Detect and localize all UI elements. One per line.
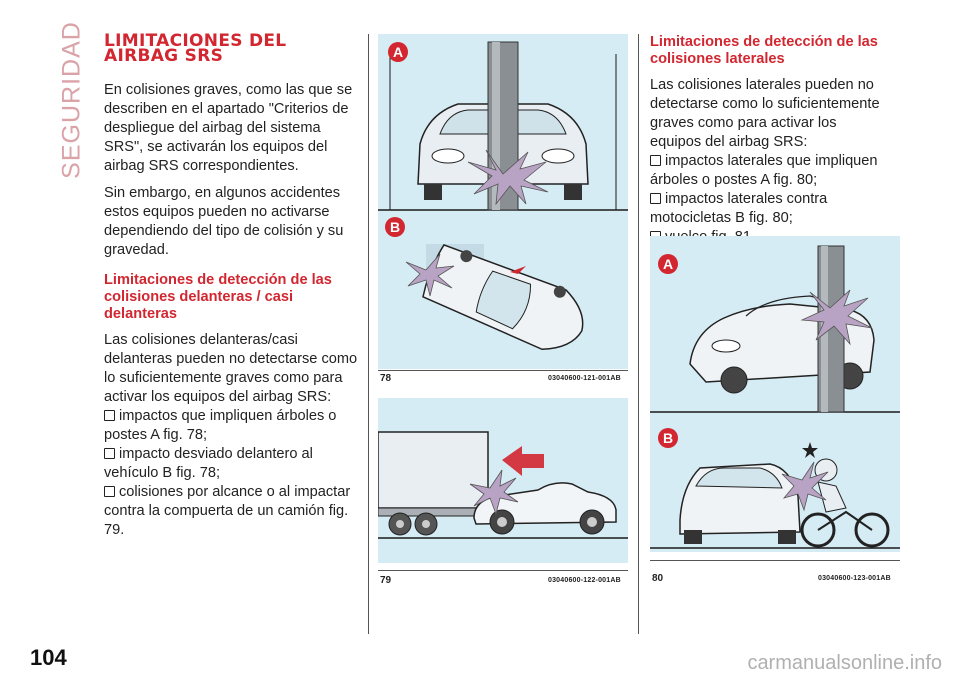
list-item: impactos laterales que impliquen árboles… [650,152,890,190]
fig80-drawing: A B [650,245,900,549]
column-front-limitations: LIMITACIONES DEL AIRBAG SRS En colisione… [104,31,360,540]
fig78-drawing: A B [378,41,628,351]
checkbox-bullet-icon [104,486,115,497]
list-item: impactos laterales contra motocicletas B… [650,190,890,228]
figure-code: 03040600-122-001AB [548,577,621,584]
figure-number: 80 [652,573,664,584]
figure-rule [378,570,628,571]
list-item-text: impactos laterales contra motocicletas B… [650,191,828,226]
side-detection-paragraph: Las colisiones laterales pueden no detec… [650,77,880,150]
section-tab-label: SEGURIDAD [52,21,92,179]
watermark: carmanualsonline.info [747,652,942,674]
figure-rule [378,370,628,371]
list-item-text: impactos que impliquen árboles o postes … [104,408,337,443]
figure-78-illustration: A B [378,34,628,369]
section-tab-text: SEGURIDAD [57,21,86,179]
column-divider [638,34,639,634]
figure-code: 03040600-121-001AB [548,375,621,382]
panel-label-b: B [390,219,400,235]
checkbox-bullet-icon [650,155,661,166]
front-detection-paragraph: Las colisiones delanteras/casi delantera… [104,332,358,405]
section-title: LIMITACIONES DEL AIRBAG SRS [104,31,287,66]
list-item: colisiones por alcance o al impactar con… [104,483,360,540]
exception-paragraph: Sin embargo, en algunos accidentes estos… [104,185,344,258]
checkbox-bullet-icon [650,193,661,204]
figure-code: 03040600-123-001AB [818,575,891,582]
fig79-drawing [378,431,628,539]
checkbox-bullet-icon [104,410,115,421]
figure-79-illustration [378,398,628,563]
list-item-text: colisiones por alcance o al impactar con… [104,484,351,538]
panel-label-b: B [663,430,673,446]
side-detection-heading: Limitaciones de detección de las colisio… [650,34,878,67]
figure-80-illustration: A B [650,236,900,552]
figure-number: 78 [380,373,392,384]
checkbox-bullet-icon [104,448,115,459]
list-item: impactos que impliquen árboles o postes … [104,407,360,445]
column-divider [368,34,369,634]
figure-number: 79 [380,575,392,586]
panel-label-a: A [663,256,673,272]
figure-rule [650,560,900,561]
list-item-text: impacto desviado delantero al vehículo B… [104,446,313,481]
column-side-limitations: Limitaciones de detección de las colisio… [650,34,890,247]
panel-label-a: A [393,44,403,60]
list-item-text: impactos laterales que impliquen árboles… [650,153,878,188]
front-detection-heading: Limitaciones de detección de las colisio… [104,272,332,322]
list-item: impacto desviado delantero al vehículo B… [104,445,360,483]
intro-paragraph: En colisiones graves, como las que se de… [104,82,353,174]
page-number: 104 [30,645,67,670]
